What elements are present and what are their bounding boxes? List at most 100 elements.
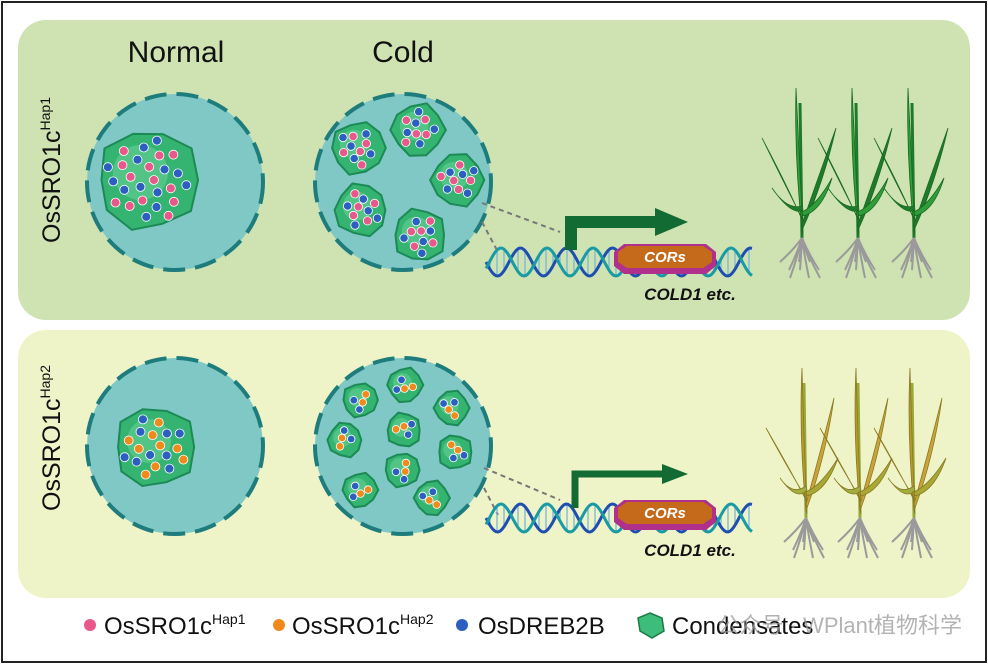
condensate xyxy=(333,182,387,238)
protein-dot-osdreb2b xyxy=(137,414,148,425)
protein-dot-ossro1c xyxy=(165,183,176,194)
cold-cell-hap1 xyxy=(313,92,493,272)
panel-hap1: Normal Cold OsSRO1cHap1 CORs xyxy=(18,20,970,320)
protein-dot-ossro1c xyxy=(411,129,421,139)
protein-dot-osdreb2b xyxy=(404,430,413,439)
condensate xyxy=(386,411,421,448)
protein-dot-osdreb2b xyxy=(159,164,170,175)
row-label-hap2: OsSRO1cHap2 xyxy=(37,365,66,511)
protein-dot-ossro1c xyxy=(178,454,189,465)
protein-dot-osdreb2b xyxy=(340,426,349,435)
protein-dot-osdreb2b xyxy=(349,396,358,405)
protein-dot-osdreb2b xyxy=(366,149,376,159)
protein-dot-ossro1c xyxy=(401,467,410,476)
protein-dot-ossro1c xyxy=(150,461,161,472)
protein-dot-ossro1c xyxy=(117,160,128,171)
plant-leaf xyxy=(827,187,860,212)
protein-dot-osdreb2b xyxy=(418,236,428,247)
dna-strand xyxy=(484,502,753,534)
protein-dot-ossro1c xyxy=(401,115,411,125)
protein-dot-ossro1c xyxy=(425,496,434,505)
protein-dot-ossro1c xyxy=(335,442,345,451)
protein-dot-ossro1c xyxy=(425,216,435,226)
legend-hap2: OsSRO1cHap2 xyxy=(273,611,434,640)
plant-leaf xyxy=(851,87,860,235)
protein-dot-ossro1c xyxy=(401,458,411,468)
condensate-icon xyxy=(637,612,665,639)
protein-dot-ossro1c xyxy=(338,148,349,158)
cors-box xyxy=(618,502,712,524)
condensate xyxy=(331,121,387,176)
plant-root xyxy=(913,237,933,279)
protein-dot-ossro1c xyxy=(453,445,463,455)
protein-dot-ossro1c xyxy=(168,196,179,207)
protein-dot-osdreb2b xyxy=(346,141,356,151)
column-label-normal: Normal xyxy=(128,36,225,69)
protein-dot-osdreb2b xyxy=(392,385,401,394)
plant-root xyxy=(913,517,933,559)
protein-dot-ossro1c xyxy=(449,176,459,186)
plant-leaf xyxy=(805,397,835,510)
protein-dot-osdreb2b xyxy=(449,453,458,463)
legend-hap1-label: OsSRO1cHap1 xyxy=(104,611,246,640)
protein-dot-ossro1c xyxy=(447,440,456,449)
protein-dot-osdreb2b xyxy=(119,184,130,195)
protein-dot-ossro1c xyxy=(432,500,441,509)
plant-root xyxy=(801,237,821,279)
protein-dot-osdreb2b xyxy=(131,456,142,467)
plant-root xyxy=(859,517,879,559)
protein-dot-ossro1c xyxy=(362,216,373,226)
protein-dot-osdreb2b xyxy=(349,492,358,501)
protein-dot-osdreb2b xyxy=(445,167,455,177)
protein-dot-ossro1c xyxy=(399,422,409,431)
condensate xyxy=(432,389,471,427)
protein-dot-osdreb2b xyxy=(172,168,183,179)
protein-dot-osdreb2b xyxy=(132,154,143,165)
protein-dot-ossro1c xyxy=(168,149,179,160)
protein-dot-ossro1c xyxy=(356,489,365,498)
cors-gene-hap2: CORs xyxy=(614,500,716,530)
protein-dot-osdreb2b xyxy=(338,132,348,143)
protein-dot-ossro1c xyxy=(348,131,358,141)
protein-dot-ossro1c xyxy=(348,210,358,221)
protein-dot-ossro1c xyxy=(409,241,419,251)
large-condensate-hap1 xyxy=(100,132,200,231)
zoom-line xyxy=(481,202,561,233)
transcription-arrow-strong xyxy=(565,216,660,250)
protein-dot-ossro1c xyxy=(436,171,446,181)
protein-dot-ossro1c xyxy=(155,440,166,451)
protein-dot-ossro1c xyxy=(444,405,453,414)
protein-dot-osdreb2b xyxy=(457,169,468,179)
condensate xyxy=(438,434,473,470)
protein-dot-osdreb2b xyxy=(181,180,192,191)
protein-dot-ossro1c xyxy=(137,195,148,206)
protein-dot-osdreb2b xyxy=(411,217,421,227)
rice-plant xyxy=(765,367,839,559)
protein-dot-osdreb2b xyxy=(342,201,353,211)
legend-dreb-dot xyxy=(456,619,468,631)
cors-label: CORs xyxy=(644,505,686,522)
condensate xyxy=(428,153,486,208)
protein-dot-osdreb2b xyxy=(161,450,172,461)
protein-dot-osdreb2b xyxy=(442,184,452,194)
protein-dot-ossro1c xyxy=(428,238,438,248)
protein-dot-ossro1c xyxy=(353,202,363,212)
plant-root xyxy=(857,237,877,279)
protein-dot-ossro1c xyxy=(391,425,401,434)
protein-dot-osdreb2b xyxy=(138,142,149,153)
protein-dot-osdreb2b xyxy=(415,139,425,149)
protein-dot-osdreb2b xyxy=(407,420,416,429)
protein-dot-osdreb2b xyxy=(161,428,172,439)
protein-dot-osdreb2b xyxy=(135,181,146,192)
gene-caption-hap1: COLD1 etc. xyxy=(644,285,736,304)
plant-leaf xyxy=(800,367,808,515)
protein-dot-ossro1c xyxy=(361,390,370,399)
protein-dot-ossro1c xyxy=(163,210,174,221)
plant-leaf xyxy=(779,477,808,495)
protein-dot-osdreb2b xyxy=(417,248,427,258)
rice-plant xyxy=(819,367,893,559)
condensate xyxy=(412,479,452,517)
protein-dot-ossro1c xyxy=(133,443,144,454)
protein-dot-osdreb2b xyxy=(411,118,421,128)
